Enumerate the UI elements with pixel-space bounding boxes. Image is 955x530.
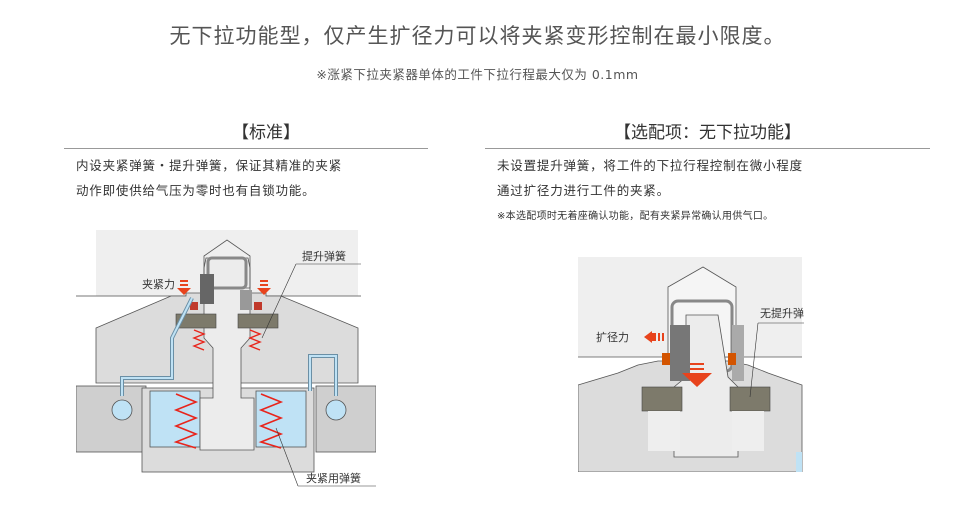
clamp-force-arrow-left <box>177 280 191 295</box>
label-clamp-spring: 夹紧用弹簧 <box>306 471 361 485</box>
seal-right <box>728 353 736 365</box>
standard-panel: 【标准】 内设夹紧弹簧・提升弹簧，保证其精准的夹紧 动作即使供给气压为零时也有自… <box>64 118 428 203</box>
base-right <box>315 385 377 453</box>
base-left <box>75 385 147 453</box>
clamp-spring-right <box>258 393 284 449</box>
option-diagram: 扩径力 无提升弹簧 <box>577 257 824 473</box>
collar-left <box>641 386 683 412</box>
page-title: 无下拉功能型，仅产生扩径力可以将夹紧变形控制在最小限度。 <box>169 24 786 48</box>
option-heading: 【选配项：无下拉功能】 <box>485 118 930 149</box>
pull-down-arrow <box>682 363 712 387</box>
air-port-left <box>111 399 133 421</box>
standard-desc-line1: 内设夹紧弹簧・提升弹簧，保证其精准的夹紧 <box>76 158 343 173</box>
standard-description: 内设夹紧弹簧・提升弹簧，保证其精准的夹紧 动作即使供给气压为零时也有自锁功能。 <box>64 153 428 203</box>
page-subtitle: ※涨紧下拉夹紧器单体的工件下拉行程最大仅为 0.1mm <box>316 67 639 82</box>
air-port <box>796 452 802 472</box>
option-note: ※本选配项时无着座确认功能，配有夹紧异常确认用供气口。 <box>497 211 774 222</box>
collet-left <box>670 325 690 381</box>
collar-left <box>175 313 217 329</box>
option-clamp-cross-section: 扩径力 无提升弹簧 <box>577 257 824 473</box>
label-no-lift-spring: 无提升弹簧 <box>760 306 804 320</box>
option-desc-line1: 未设置提升弹簧，将工件的下拉行程控制在微小程度 <box>497 158 803 173</box>
no-spring-space-left <box>648 411 680 451</box>
standard-desc-line2: 动作即使供给气压为零时也有自锁功能。 <box>76 183 316 198</box>
collet-left <box>200 274 214 304</box>
lift-spring-left <box>192 329 206 351</box>
option-description: 未设置提升弹簧，将工件的下拉行程控制在微小程度 通过扩径力进行工件的夹紧。 <box>485 153 930 203</box>
air-chamber-right <box>255 390 307 448</box>
lift-spring-right <box>248 329 262 351</box>
standard-clamp-cross-section: 夹紧力 提升弹簧 夹紧用弹簧 <box>75 230 377 487</box>
air-port-right <box>325 399 347 421</box>
clamp-spring-left <box>173 393 199 449</box>
clamp-force-arrow-right <box>257 280 271 295</box>
label-clamp-force: 夹紧力 <box>142 278 175 291</box>
standard-diagram: 夹紧力 提升弹簧 夹紧用弹簧 <box>75 228 377 498</box>
seal-right <box>254 302 262 310</box>
seal-left <box>190 302 198 310</box>
label-expand-force: 扩径力 <box>596 330 629 344</box>
seal-left <box>662 353 670 365</box>
no-spring-space-right <box>732 411 764 451</box>
collet-right <box>732 325 744 381</box>
expand-force-arrow <box>644 331 664 343</box>
collet-right <box>240 290 252 310</box>
label-lift-spring: 提升弹簧 <box>302 249 346 263</box>
option-panel: 【选配项：无下拉功能】 未设置提升弹簧，将工件的下拉行程控制在微小程度 通过扩径… <box>485 118 930 222</box>
standard-heading: 【标准】 <box>64 118 428 149</box>
collar-right <box>729 386 771 412</box>
option-desc-line2: 通过扩径力进行工件的夹紧。 <box>497 183 670 198</box>
